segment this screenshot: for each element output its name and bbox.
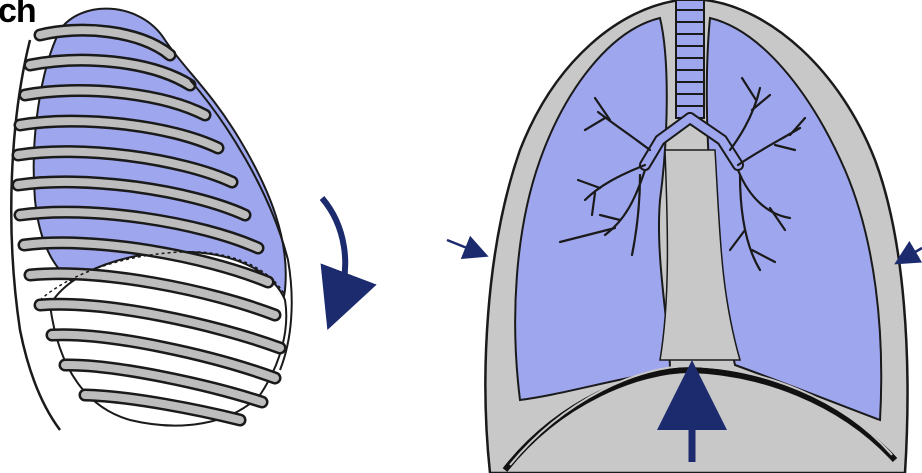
ribcage-lateral-view (11, 9, 291, 430)
right-inward-arrow (905, 248, 922, 258)
rotation-arrow (322, 198, 345, 302)
trachea (676, 0, 704, 118)
left-inward-arrow (447, 240, 477, 252)
thorax-frontal-section (485, 0, 907, 473)
